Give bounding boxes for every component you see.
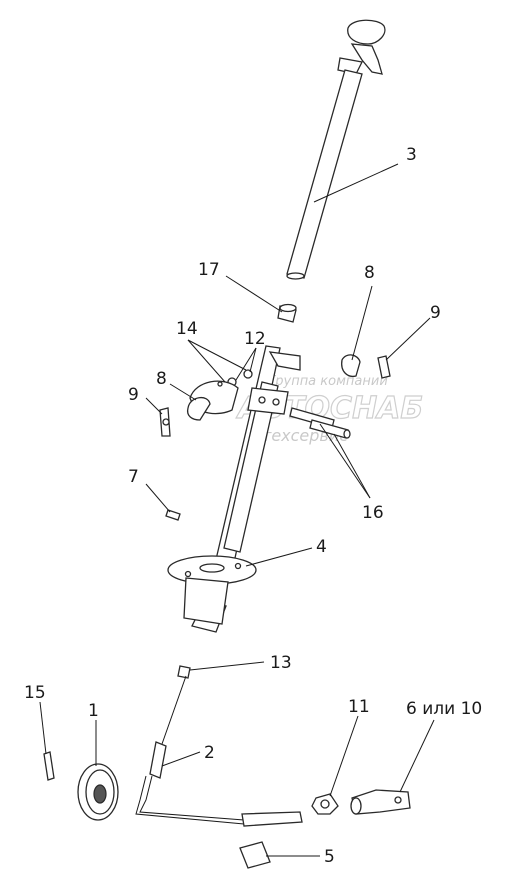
callout-1: 1	[88, 701, 99, 721]
part-15-cotter-pin	[43, 751, 55, 781]
part-3-lever	[286, 19, 386, 280]
part-1-pulley	[77, 763, 119, 821]
callout-13: 13	[270, 653, 292, 673]
part-17-bushing	[277, 303, 297, 323]
part-9-right-pin	[377, 355, 391, 379]
part-4-flange	[167, 555, 257, 625]
callout-16: 16	[362, 503, 384, 523]
callout-2: 2	[204, 743, 215, 763]
part-5-cap	[239, 841, 271, 869]
part-6-or-10-clevis	[350, 789, 411, 815]
watermark-line1: Группа компаний	[268, 374, 388, 389]
leader-lines	[39, 163, 435, 857]
part-2-cable	[135, 675, 303, 827]
callout-3: 3	[406, 145, 417, 165]
callout-17: 17	[198, 260, 220, 280]
callout-11: 11	[348, 697, 370, 717]
callout-15: 15	[24, 683, 46, 703]
callout-9-left: 9	[128, 385, 139, 405]
callout-5: 5	[324, 847, 335, 867]
callout-8-left: 8	[156, 369, 167, 389]
callout-12: 12	[244, 329, 266, 349]
callout-6-or-10: 6 или 10	[406, 699, 482, 719]
callout-14: 14	[176, 319, 198, 339]
callout-9-right: 9	[430, 303, 441, 323]
callout-7: 7	[128, 467, 139, 487]
callout-4: 4	[316, 537, 327, 557]
part-13-sleeve	[177, 665, 191, 679]
callout-8-right: 8	[364, 263, 375, 283]
part-16-pins	[289, 407, 351, 439]
part-8-right-clip	[341, 354, 361, 378]
callout-labels: 3 17 8 9 14 12 8 9 7 16 4 13 15 1 11 6 и…	[24, 145, 482, 867]
part-8-left-clip	[186, 397, 211, 421]
part-11-nut	[311, 793, 339, 815]
part-9-left-pin	[159, 407, 171, 437]
part-7-pin	[165, 509, 181, 521]
